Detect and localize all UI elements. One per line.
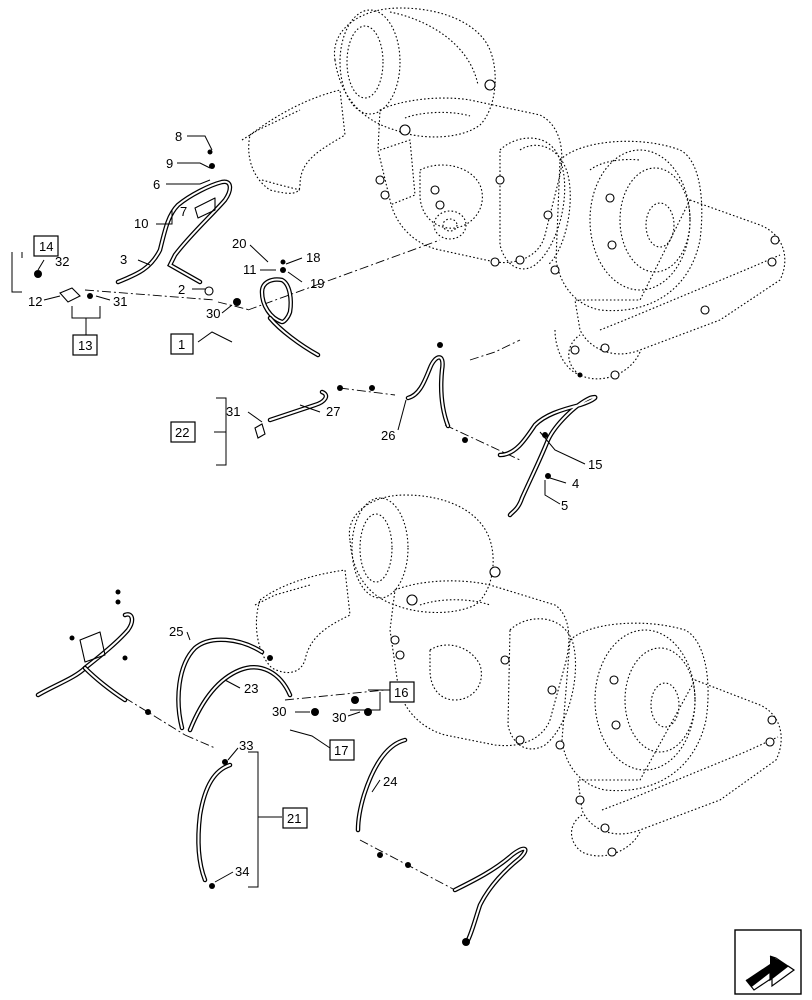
callout-1: 1 (178, 337, 185, 352)
callout-23: 23 (244, 681, 258, 696)
fittings (34, 149, 583, 946)
leader-lines (11, 135, 586, 888)
callout-16: 16 (394, 685, 408, 700)
callout-7: 7 (180, 204, 187, 219)
callout-33: 33 (239, 738, 253, 753)
callout-4: 4 (572, 476, 579, 491)
callout-5: 5 (561, 498, 568, 513)
callout-9: 9 (166, 156, 173, 171)
callout-box-17 (329, 739, 355, 761)
callout-box-1 (170, 333, 194, 355)
callout-13: 13 (78, 338, 92, 353)
callout-21: 21 (287, 811, 301, 826)
callout-32: 32 (55, 254, 69, 269)
callout-18: 18 (306, 250, 320, 265)
arrow-3d-icon[interactable] (734, 929, 802, 995)
callout-22: 22 (175, 425, 189, 440)
callout-30-upper: 30 (206, 306, 220, 321)
callout-box-21 (282, 807, 308, 829)
callout-box-16 (389, 681, 415, 703)
callout-6: 6 (153, 177, 160, 192)
callout-8: 8 (175, 129, 182, 144)
callout-26: 26 (381, 428, 395, 443)
callout-15: 15 (588, 457, 602, 472)
callout-11: 11 (243, 262, 257, 277)
callout-25: 25 (169, 624, 183, 639)
lower-hub-bolts (390, 566, 777, 857)
callout-12: 12 (28, 294, 42, 309)
upper-hub-bolts (375, 79, 780, 380)
lower-hoses (35, 612, 528, 943)
callout-box-22 (170, 421, 196, 443)
callout-20: 20 (232, 236, 246, 251)
callout-31-lower: 31 (226, 404, 240, 419)
callout-3: 3 (120, 252, 127, 267)
callout-box-14 (33, 235, 59, 257)
callouts: 8 9 6 7 10 3 14 32 12 31 13 2 20 18 11 1… (28, 129, 602, 879)
callout-34: 34 (235, 864, 249, 879)
callout-27: 27 (326, 404, 340, 419)
centerlines (84, 239, 521, 891)
upper-axle-assembly (241, 7, 786, 380)
callout-24: 24 (383, 774, 397, 789)
callout-30-left: 30 (272, 704, 286, 719)
callout-30-right: 30 (332, 710, 346, 725)
callout-17: 17 (334, 743, 348, 758)
callout-box-13 (72, 334, 98, 356)
callout-19: 19 (310, 276, 324, 291)
callout-2: 2 (178, 282, 185, 297)
callout-10: 10 (134, 216, 148, 231)
callout-14: 14 (39, 239, 53, 254)
lower-axle-assembly (254, 494, 782, 857)
callout-31-upper: 31 (113, 294, 127, 309)
upper-hoses (115, 179, 598, 518)
